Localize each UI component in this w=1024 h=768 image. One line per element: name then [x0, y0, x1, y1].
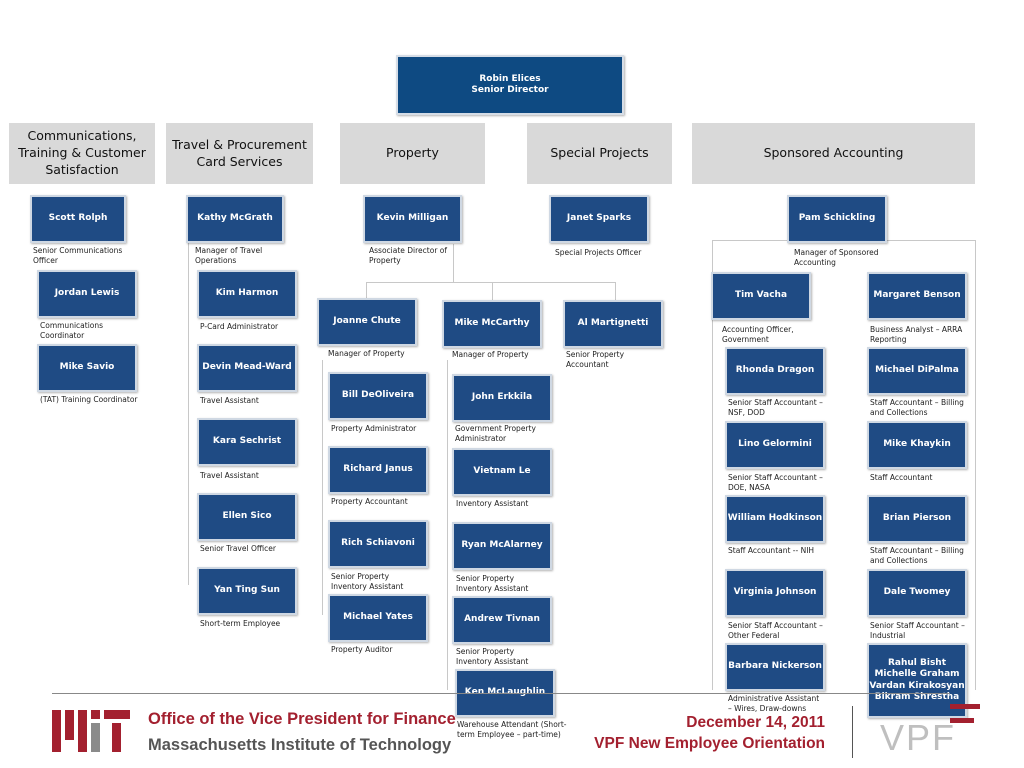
person-title: Senior Property Inventory Assistant	[456, 647, 529, 666]
property-connector	[453, 244, 454, 282]
senior-director-title: Senior Director	[471, 85, 549, 95]
footer-event: VPF New Employee Orientation	[594, 735, 825, 752]
vpf-logo-text: VPF	[880, 717, 956, 758]
mccarthy-connector	[492, 282, 493, 300]
person-title: Short-term Employee	[200, 619, 281, 628]
dept-communications: Communications, Training & Customer Sati…	[9, 123, 155, 184]
person-title: Business Analyst – ARRA Reporting	[870, 325, 963, 344]
person-title: Property Accountant	[331, 497, 408, 506]
person-box: Richard Janus	[328, 446, 428, 494]
footer-institute: Massachusetts Institute of Technology	[148, 736, 452, 754]
sponsored-connector-right	[975, 240, 976, 690]
person-title: Senior Staff Accountant – NSF, DOD	[728, 398, 823, 417]
person-box: Tim Vacha	[711, 272, 811, 320]
person-box: Kara Sechrist	[197, 418, 297, 466]
footer-rule	[52, 693, 950, 694]
person-box: Rich Schiavoni	[328, 520, 428, 568]
martignetti-connector	[615, 282, 616, 300]
person-box: Kathy McGrath	[186, 195, 284, 243]
person-title: Staff Accountant -- NIH	[728, 546, 815, 555]
person-box: Barbara Nickerson	[725, 643, 825, 691]
footer-office: Office of the Vice President for Finance	[148, 710, 456, 728]
person-box: Lino Gelormini	[725, 421, 825, 469]
person-box: Virginia Johnson	[725, 569, 825, 617]
person-title: Senior Staff Accountant – DOE, NASA	[728, 473, 823, 492]
person-title: Inventory Assistant	[456, 499, 529, 508]
person-box: Margaret Benson	[867, 272, 967, 320]
person-box: Pam Schickling	[787, 195, 887, 243]
person-title: Senior Communications Officer	[33, 246, 123, 265]
person-box: Scott Rolph	[30, 195, 126, 243]
property-managers-connector	[366, 282, 616, 283]
person-title: Senior Property Accountant	[566, 350, 625, 369]
person-box: Joanne Chute	[317, 298, 417, 346]
person-box: Jordan Lewis	[37, 270, 137, 318]
person-title: Manager of Property	[328, 349, 405, 358]
person-box: Ryan McAlarney	[452, 522, 552, 570]
dept-special-projects: Special Projects	[527, 123, 672, 184]
person-title: Senior Property Inventory Assistant	[331, 572, 404, 591]
senior-director-name: Robin Elices	[479, 73, 541, 84]
person-box: Bill DeOliveira	[328, 372, 428, 420]
person-box: Michael DiPalma	[867, 347, 967, 395]
person-title: Senior Property Inventory Assistant	[456, 574, 529, 593]
person-box: Kevin Milligan	[363, 195, 462, 243]
mit-logo-icon	[52, 710, 130, 752]
person-box: Al Martignetti	[563, 300, 663, 348]
person-box: Mike McCarthy	[442, 300, 542, 348]
person-title: Administrative Assistant – Wires, Draw-d…	[728, 694, 820, 713]
person-title: Travel Assistant	[200, 396, 259, 405]
person-title: Government Property Administrator	[455, 424, 536, 443]
person-title: Property Administrator	[331, 424, 417, 433]
person-box: William Hodkinson	[725, 495, 825, 543]
dept-property: Property	[340, 123, 485, 184]
person-title: Associate Director of Property	[369, 246, 448, 265]
person-box: Yan Ting Sun	[197, 567, 297, 615]
person-box: Devin Mead-Ward	[197, 344, 297, 392]
person-box: Andrew Tivnan	[452, 596, 552, 644]
person-title: Communications Coordinator	[40, 321, 104, 340]
person-box: Rhonda Dragon	[725, 347, 825, 395]
person-title: Staff Accountant – Billing and Collectio…	[870, 546, 964, 565]
person-title: Travel Assistant	[200, 471, 259, 480]
person-title: Staff Accountant	[870, 473, 933, 482]
person-title: Manager of Property	[452, 350, 529, 359]
person-title: Senior Staff Accountant – Other Federal	[728, 621, 823, 640]
dept-sponsored-accounting: Sponsored Accounting	[692, 123, 975, 184]
person-title: P-Card Administrator	[200, 322, 279, 331]
person-title: Accounting Officer, Government	[722, 325, 794, 344]
chute-staff-connector	[322, 360, 323, 615]
person-box: John Erkkila	[452, 374, 552, 422]
vpf-logo-icon: VPF	[880, 704, 980, 758]
person-title: Staff Accountant – Billing and Collectio…	[870, 398, 964, 417]
person-title: Special Projects Officer	[555, 248, 642, 257]
person-title: Senior Travel Officer	[200, 544, 276, 553]
person-box: Michael Yates	[328, 594, 428, 642]
person-box: Mike Khaykin	[867, 421, 967, 469]
mccarthy-staff-connector	[447, 360, 448, 690]
person-title: (TAT) Training Coordinator	[40, 395, 138, 404]
travel-connector	[188, 240, 189, 585]
sponsored-connector-left	[712, 240, 713, 690]
dept-travel: Travel & Procurement Card Services	[166, 123, 313, 184]
person-title: Manager of Travel Operations	[195, 246, 263, 265]
person-box: Dale Twomey	[867, 569, 967, 617]
footer-date: December 14, 2011	[686, 714, 825, 731]
person-box: Janet Sparks	[549, 195, 649, 243]
footer-divider	[852, 706, 853, 758]
person-box: Kim Harmon	[197, 270, 297, 318]
person-title: Senior Staff Accountant – Industrial	[870, 621, 965, 640]
person-title: Warehouse Attendant (Short-term Employee…	[457, 720, 567, 739]
person-box: Vietnam Le	[452, 448, 552, 496]
person-title: Property Auditor	[331, 645, 393, 654]
chute-connector	[366, 282, 367, 298]
person-title: Manager of Sponsored Accounting	[794, 248, 879, 267]
person-box: Brian Pierson	[867, 495, 967, 543]
person-box: Ellen Sico	[197, 493, 297, 541]
person-box: Mike Savio	[37, 344, 137, 392]
